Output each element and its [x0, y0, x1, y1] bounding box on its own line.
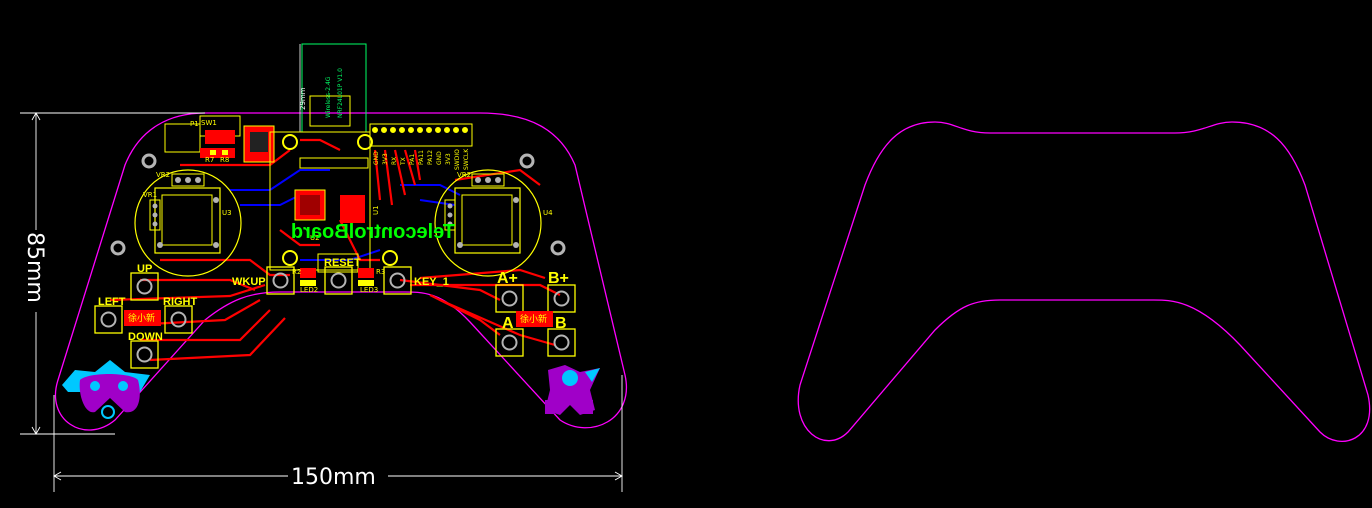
pin-label: PA11	[418, 150, 425, 165]
header-pin-labels: GND 3V3 RX TX PA1 PA11 PA12 GND 3V3 SWDI…	[373, 148, 470, 170]
label-led3: LED3	[360, 286, 378, 294]
button-label-key1: KEY_1	[414, 276, 449, 288]
mounting-holes	[110, 153, 566, 256]
button-label-down: DOWN	[128, 331, 163, 343]
label-vr1: VR1	[143, 191, 157, 199]
label-vr2-right: VR2	[457, 171, 471, 179]
button-label-left: LEFT	[98, 296, 126, 308]
pin-label: RX	[391, 157, 398, 165]
pin-label: 3V3	[382, 153, 389, 165]
logo-text-left: 徐小新	[128, 312, 155, 324]
pin-label: SWDIO	[454, 149, 461, 170]
dimension-lines	[20, 112, 623, 492]
height-dimension-label: 85mm	[22, 232, 47, 303]
module-height-label: 29mm	[299, 87, 307, 110]
label-r2: R2	[292, 268, 301, 276]
board-outline	[54, 112, 628, 431]
pin-label: 3V3	[445, 153, 452, 165]
logo-badges	[124, 310, 553, 327]
label-u3: U3	[222, 209, 232, 217]
button-label-b: B	[555, 315, 567, 332]
button-label-up: UP	[137, 263, 152, 275]
top-copper-traces	[109, 138, 561, 362]
button-label-wkup: WKUP	[232, 276, 266, 288]
board-outline-standalone	[797, 121, 1371, 442]
label-u2: U2	[310, 234, 320, 242]
label-r8: R8	[220, 156, 229, 164]
label-u4: U4	[543, 209, 553, 217]
module-label-1: Wireless-2.4G	[325, 76, 332, 118]
label-vr2-left: VR2	[156, 171, 170, 179]
button-label-b-plus: B+	[548, 270, 569, 287]
module-label-2: NRF24L01P V1.0	[337, 68, 344, 118]
pin-label: PA12	[427, 150, 434, 165]
width-dimension-label: 150mm	[291, 465, 376, 490]
led-resistors	[300, 268, 374, 286]
button-label-right: RIGHT	[163, 296, 198, 308]
gamepad-ship-icon	[62, 360, 150, 419]
button-label-a: A	[502, 315, 514, 332]
label-r3: R3	[376, 268, 385, 276]
pin-label: PA1	[409, 154, 416, 165]
wireless-module: Wireless-2.4G NRF24L01P V1.0	[301, 43, 367, 133]
label-p1: P1	[190, 120, 199, 128]
tact-buttons	[94, 266, 576, 369]
board-title: TelecontrolBoard	[291, 221, 455, 243]
joystick-right	[434, 169, 542, 277]
label-sw1: SW1	[201, 119, 217, 127]
power-switch-area	[164, 115, 275, 163]
pin-label: GND	[436, 151, 443, 165]
bottom-copper-traces	[230, 169, 461, 261]
label-u1: U1	[372, 205, 380, 215]
label-led2: LED2	[300, 286, 318, 294]
button-label-reset: RESET	[324, 257, 361, 269]
pin-label: GND	[373, 151, 380, 165]
pin-label: TX	[400, 157, 407, 166]
mcu-area	[269, 131, 398, 273]
racer-icon	[545, 365, 600, 415]
label-r7: R7	[205, 156, 214, 164]
button-label-a-plus: A+	[497, 270, 518, 287]
pin-label: SWCLK	[463, 148, 470, 170]
joystick-left	[134, 169, 242, 277]
logo-text-right: 徐小新	[520, 313, 547, 325]
pin-header	[369, 123, 473, 147]
